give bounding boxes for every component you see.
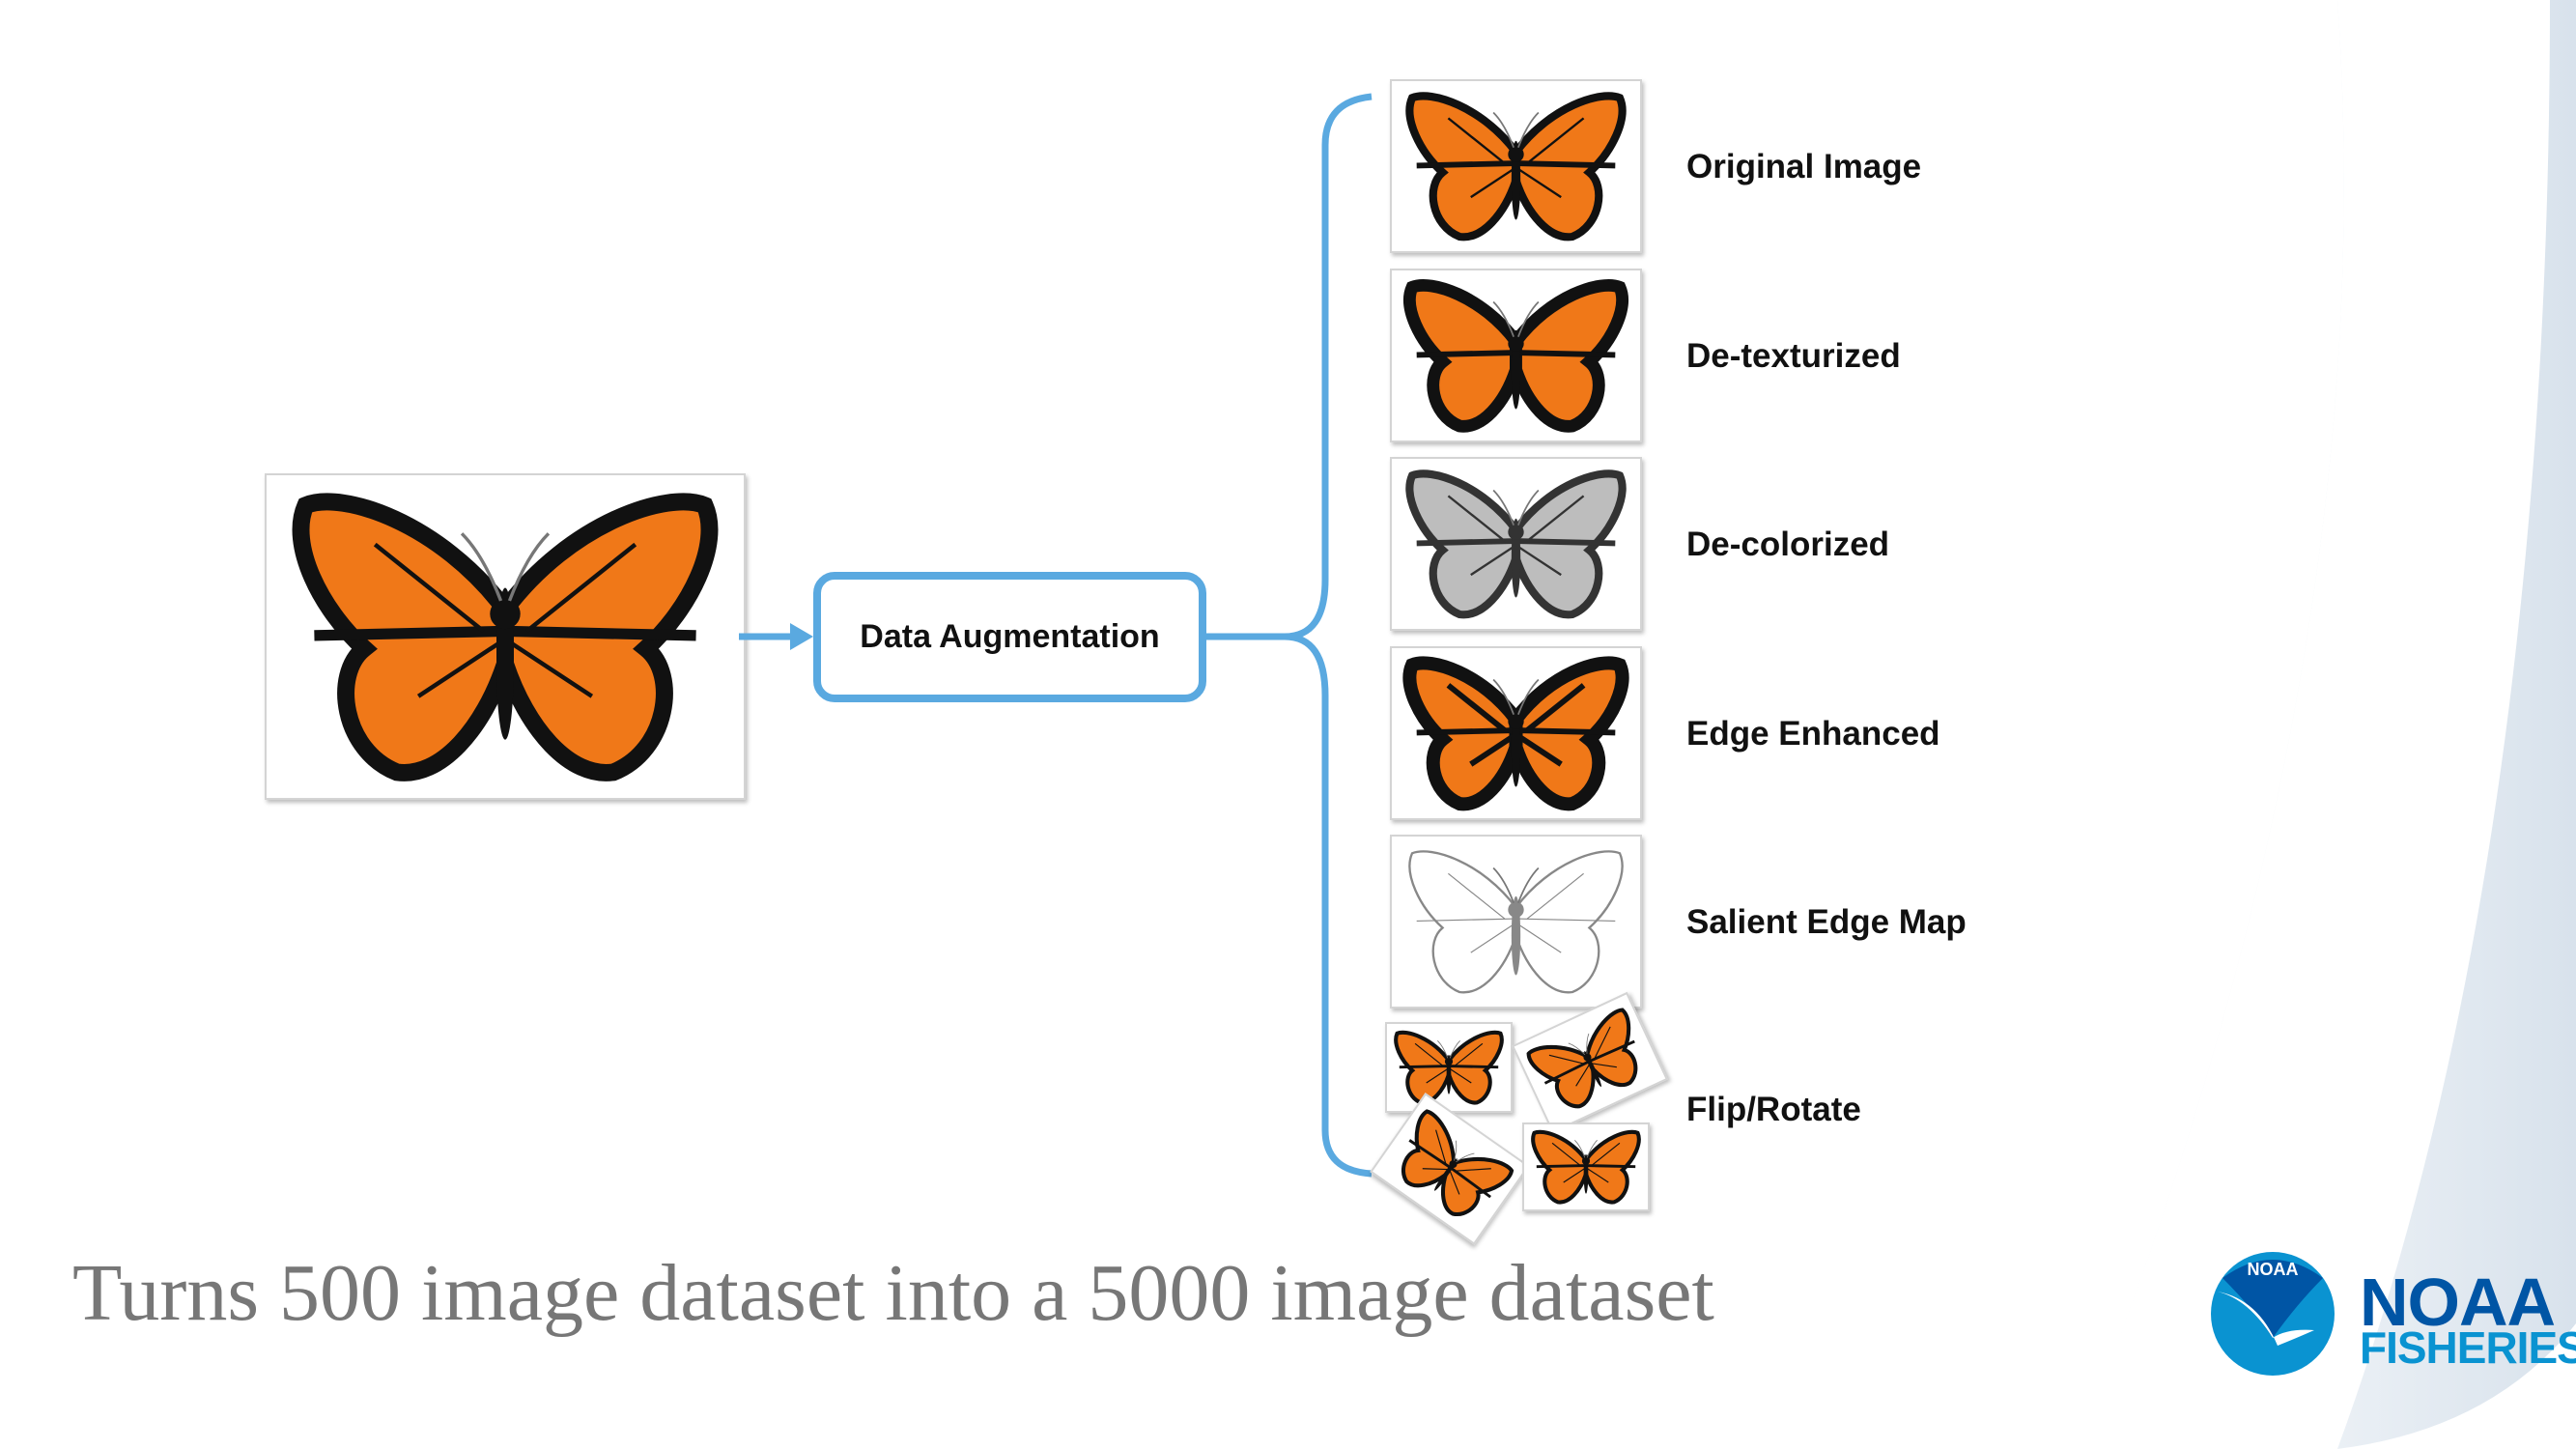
label-detexturized: De-texturized [1686, 337, 1901, 375]
seal-noaa-text: NOAA [2248, 1260, 2299, 1279]
thumb-salient-edge-map [1390, 835, 1642, 1009]
logo-fisheries: FISHERIES [2360, 1322, 2576, 1373]
label-original-image: Original Image [1686, 148, 1922, 185]
thumb-edge-enhanced [1390, 646, 1642, 820]
thumb-flip [1385, 1022, 1513, 1113]
thumb-flip-2 [1522, 1122, 1650, 1211]
label-salient-edge-map: Salient Edge Map [1686, 903, 1967, 941]
label-decolorized: De-colorized [1686, 526, 1890, 563]
label-edge-enhanced: Edge Enhanced [1686, 715, 1940, 753]
thumb-detexturized [1390, 269, 1642, 442]
label-flip-rotate: Flip/Rotate [1686, 1091, 1861, 1128]
caption: Turns 500 image dataset into a 5000 imag… [72, 1248, 1714, 1338]
data-augmentation-box: Data Augmentation [813, 572, 1206, 702]
logo-noaa: NOAA [2360, 1264, 2556, 1340]
thumb-decolorized [1390, 457, 1642, 631]
thumb-original [1390, 79, 1642, 253]
noaa-seal-logo: NOAA [2192, 1233, 2354, 1395]
data-augmentation-label: Data Augmentation [860, 618, 1160, 655]
